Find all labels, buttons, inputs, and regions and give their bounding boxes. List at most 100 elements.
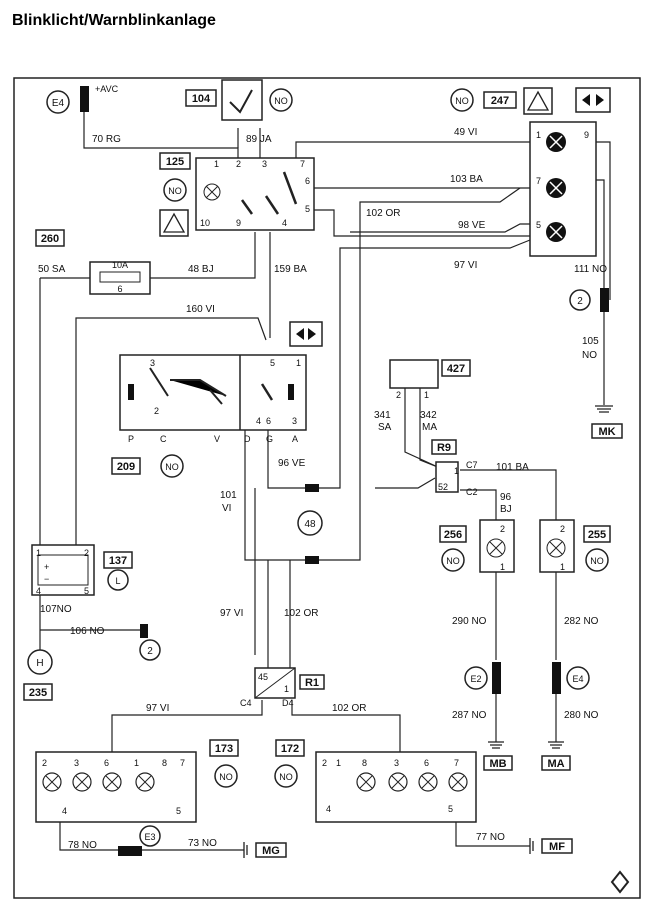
svg-text:98 VE: 98 VE <box>458 220 486 231</box>
svg-text:+: + <box>44 562 49 572</box>
svg-text:3: 3 <box>394 758 399 768</box>
svg-text:125: 125 <box>166 156 184 168</box>
component-137: 1 2 4 5 + − 137 L <box>31 544 133 596</box>
svg-text:MB: MB <box>489 758 506 770</box>
svg-text:137: 137 <box>109 555 127 567</box>
svg-text:280 NO: 280 NO <box>564 710 599 721</box>
svg-text:342: 342 <box>420 410 437 421</box>
svg-text:1: 1 <box>560 562 565 572</box>
svg-text:172: 172 <box>281 743 299 755</box>
svg-text:6: 6 <box>424 758 429 768</box>
svg-text:2: 2 <box>500 524 505 534</box>
svg-text:3: 3 <box>262 159 267 169</box>
svg-text:7: 7 <box>536 176 541 186</box>
svg-text:1: 1 <box>284 684 289 694</box>
svg-text:255: 255 <box>588 529 606 541</box>
svg-text:260: 260 <box>41 233 59 245</box>
svg-text:P: P <box>128 434 134 444</box>
svg-text:C4: C4 <box>240 698 252 708</box>
component-235-horn: H 235 <box>23 649 53 701</box>
ground-connector-2-right: 2 <box>569 288 609 312</box>
svg-text:105: 105 <box>582 336 599 347</box>
wires <box>39 100 611 851</box>
svg-text:4: 4 <box>62 806 67 816</box>
svg-text:4: 4 <box>326 804 331 814</box>
svg-text:2: 2 <box>577 296 583 307</box>
svg-text:160 VI: 160 VI <box>186 304 215 315</box>
svg-text:C: C <box>160 434 167 444</box>
svg-text:1: 1 <box>36 548 41 558</box>
svg-text:3: 3 <box>150 358 155 368</box>
svg-text:VI: VI <box>222 503 231 514</box>
component-260-fuse: 260 10A 6 <box>35 229 151 295</box>
svg-text:+AVC: +AVC <box>95 84 119 94</box>
svg-text:70 RG: 70 RG <box>92 134 121 145</box>
svg-text:G: G <box>266 434 273 444</box>
svg-text:290 NO: 290 NO <box>452 616 487 627</box>
svg-text:50 SA: 50 SA <box>38 264 66 275</box>
svg-text:96 VE: 96 VE <box>278 458 306 469</box>
svg-text:3: 3 <box>292 416 297 426</box>
svg-text:9: 9 <box>584 130 589 140</box>
connector-r9: R9 1 C7 52 C2 <box>431 439 478 497</box>
svg-text:101 BA: 101 BA <box>496 462 529 473</box>
component-427: 427 2 1 <box>389 359 471 400</box>
svg-text:78 NO: 78 NO <box>68 840 97 851</box>
arrows-icon <box>296 328 316 340</box>
svg-text:A: A <box>292 434 298 444</box>
svg-text:101: 101 <box>220 490 237 501</box>
svg-text:6: 6 <box>104 758 109 768</box>
svg-text:2: 2 <box>42 758 47 768</box>
svg-text:MA: MA <box>547 758 564 770</box>
svg-text:103 BA: 103 BA <box>450 174 483 185</box>
connector-r1: 45 1 R1 C4 D4 <box>240 667 325 708</box>
svg-text:R9: R9 <box>437 442 451 454</box>
wire-labels: 70 RG 89 JA 49 VI 103 BA 102 OR 98 VE 97… <box>38 127 607 851</box>
svg-text:NO: NO <box>279 772 293 782</box>
svg-text:MF: MF <box>549 841 565 853</box>
e4-connector: E4 <box>552 662 590 694</box>
svg-text:NO: NO <box>590 556 604 566</box>
svg-text:106 NO: 106 NO <box>70 626 105 637</box>
svg-text:NO: NO <box>165 462 179 472</box>
svg-text:E4: E4 <box>52 98 65 109</box>
svg-text:97 VI: 97 VI <box>220 608 243 619</box>
svg-text:2: 2 <box>147 646 153 657</box>
svg-text:73 NO: 73 NO <box>188 838 217 849</box>
svg-text:NO: NO <box>168 186 182 196</box>
svg-text:48 BJ: 48 BJ <box>188 264 214 275</box>
svg-text:102 OR: 102 OR <box>284 608 318 619</box>
component-172-rear-lamps: 2 1 8 3 6 7 4 5 <box>315 751 477 823</box>
svg-text:287 NO: 287 NO <box>452 710 487 721</box>
svg-text:3: 3 <box>74 758 79 768</box>
svg-text:8: 8 <box>362 758 367 768</box>
svg-text:1: 1 <box>336 758 341 768</box>
svg-text:4: 4 <box>256 416 261 426</box>
svg-text:7: 7 <box>454 758 459 768</box>
svg-text:209: 209 <box>117 461 135 473</box>
brand-logo <box>610 870 630 894</box>
hazard-icon <box>526 90 550 111</box>
svg-text:1: 1 <box>454 466 459 476</box>
svg-text:111 NO: 111 NO <box>574 264 607 275</box>
svg-text:NO: NO <box>219 772 233 782</box>
svg-text:97 VI: 97 VI <box>146 703 169 714</box>
svg-text:2: 2 <box>154 406 159 416</box>
svg-text:1: 1 <box>134 758 139 768</box>
splice-48: 48 <box>297 484 323 564</box>
svg-text:5: 5 <box>536 220 541 230</box>
ground-connector-2-left: 2 <box>139 624 161 661</box>
svg-text:6: 6 <box>305 176 310 186</box>
svg-text:C2: C2 <box>466 487 478 497</box>
tags-173-172: 173 NO 172 NO <box>209 739 305 788</box>
svg-text:5: 5 <box>448 804 453 814</box>
svg-text:107NO: 107NO <box>40 604 72 615</box>
svg-text:102 OR: 102 OR <box>366 208 400 219</box>
svg-text:10A: 10A <box>112 260 128 270</box>
svg-text:SA: SA <box>378 422 392 433</box>
svg-text:NO: NO <box>274 96 288 106</box>
svg-text:102 OR: 102 OR <box>332 703 366 714</box>
svg-text:−: − <box>44 574 49 584</box>
svg-text:MA: MA <box>422 422 437 433</box>
